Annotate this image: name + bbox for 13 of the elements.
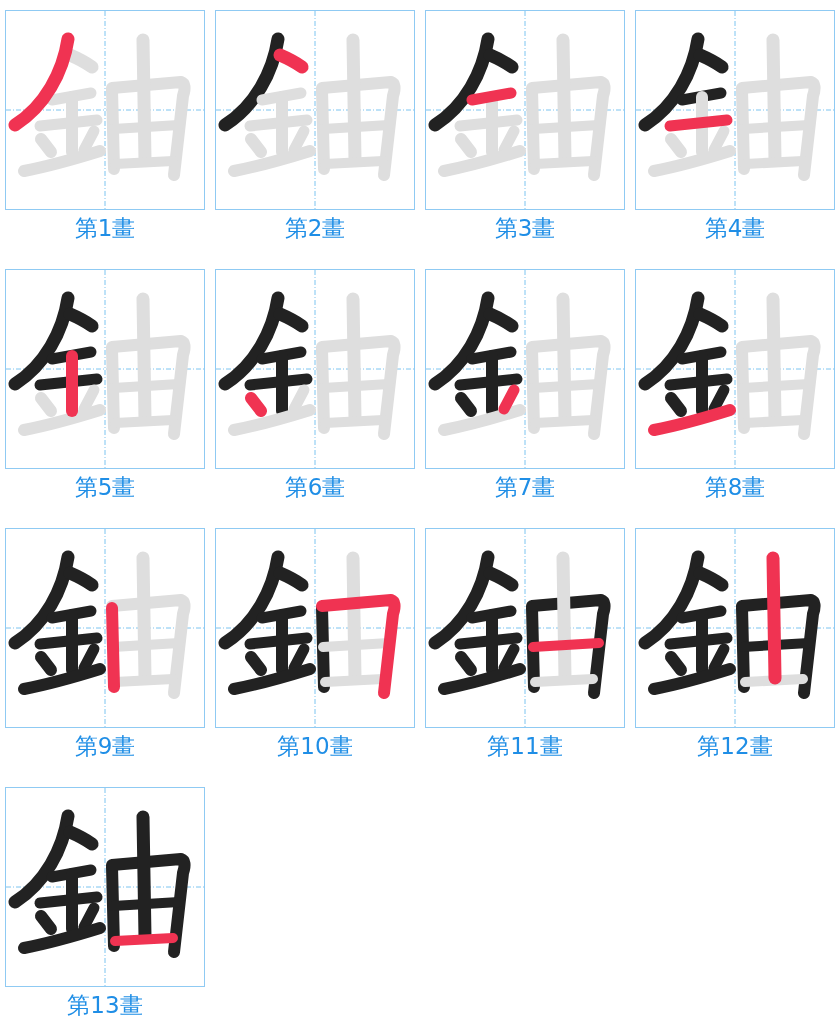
stroke-caption: 第7畫 (494, 473, 556, 501)
stroke-caption: 第12畫 (697, 732, 773, 760)
stroke-caption: 第9畫 (74, 732, 136, 760)
stroke-caption: 第11畫 (487, 732, 563, 760)
stroke-caption: 第8畫 (704, 473, 766, 501)
stroke-caption: 第6畫 (284, 473, 346, 501)
stroke-caption: 第4畫 (704, 214, 766, 242)
stroke-caption: 第3畫 (494, 214, 556, 242)
stroke-caption: 第2畫 (284, 214, 346, 242)
stroke-caption: 第13畫 (67, 991, 143, 1019)
stroke-caption: 第1畫 (74, 214, 136, 242)
stroke-caption: 第10畫 (277, 732, 353, 760)
stroke-caption: 第5畫 (74, 473, 136, 501)
